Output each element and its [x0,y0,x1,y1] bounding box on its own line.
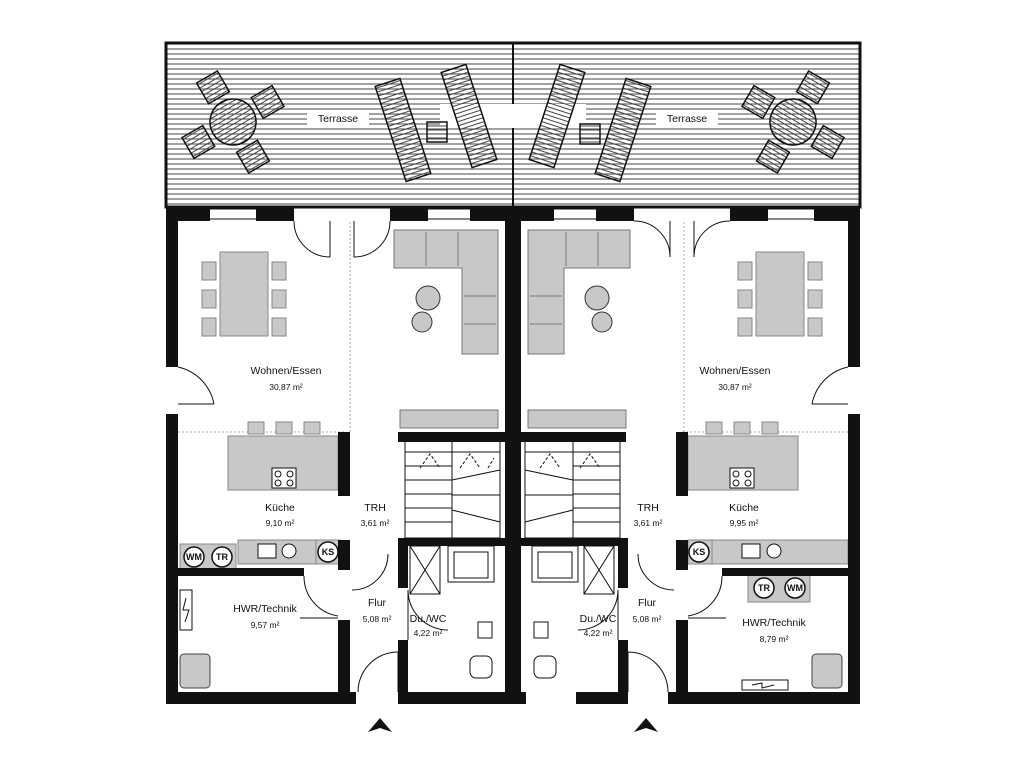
room-label-flur-right: Flur 5,08 m² [633,597,662,624]
terrace-deck [164,41,862,209]
svg-text:30,87 m²: 30,87 m² [718,382,752,392]
cooktop-icon [729,467,755,489]
svg-text:HWR/Technik: HWR/Technik [233,603,297,615]
terrace-table-set-left [180,69,286,175]
sofa-right [527,229,631,355]
room-label-wohnen-right: Wohnen/Essen 30,87 m² [699,365,770,392]
svg-text:Wohnen/Essen: Wohnen/Essen [699,365,770,377]
washing-machine-icon: TR WM [747,573,811,603]
sun-lounger [528,63,652,183]
svg-text:Küche: Küche [265,502,295,514]
staircase-right [524,437,621,539]
svg-text:TRH: TRH [637,502,659,514]
room-label-hwr-left: HWR/Technik 9,57 m² [233,603,297,630]
room-label-duwc-right: Du./WC 4,22 m² [580,613,617,638]
room-label-wohnen-left: Wohnen/Essen 30,87 m² [250,365,321,392]
svg-text:Wohnen/Essen: Wohnen/Essen [250,365,321,377]
svg-text:4,22 m²: 4,22 m² [584,628,613,638]
room-label-flur-left: Flur 5,08 m² [363,597,392,624]
svg-text:KS: KS [693,547,706,557]
fridge-icon: KS [687,539,713,565]
svg-text:Terrasse: Terrasse [318,113,358,125]
terrace-table-set-right [740,69,846,175]
svg-text:TR: TR [216,552,228,562]
room-label-kueche-left: Küche 9,10 m² [265,502,295,528]
svg-text:5,08 m²: 5,08 m² [363,614,392,624]
fridge-icon: KS [315,539,341,565]
svg-text:Du./WC: Du./WC [580,613,617,625]
room-dividers [178,222,848,433]
svg-text:9,10 m²: 9,10 m² [266,518,295,528]
svg-text:4,22 m²: 4,22 m² [414,628,443,638]
doors [177,220,849,693]
room-label-trh-left: TRH 3,61 m² [361,502,390,528]
terrace-label-right: Terrasse [656,110,718,126]
svg-text:WM: WM [787,583,803,593]
svg-text:TR: TR [758,583,770,593]
svg-text:Flur: Flur [638,597,657,609]
svg-text:HWR/Technik: HWR/Technik [742,617,806,629]
svg-text:TRH: TRH [364,502,386,514]
dining-table-right [737,251,823,337]
room-label-trh-right: TRH 3,61 m² [634,502,663,528]
entrance-arrow-icon [368,718,658,732]
svg-text:5,08 m²: 5,08 m² [633,614,662,624]
svg-text:Du./WC: Du./WC [410,613,447,625]
svg-text:Küche: Küche [729,502,759,514]
armchairs [411,285,613,333]
sideboard [399,409,627,429]
staircase-left [404,437,501,539]
svg-text:WM: WM [186,552,202,562]
svg-text:Terrasse: Terrasse [667,113,707,125]
cooktop-icon [271,467,297,489]
room-label-duwc-left: Du./WC 4,22 m² [410,613,447,638]
walls [166,207,860,704]
electrical-panel-icon [179,589,789,691]
svg-text:3,61 m²: 3,61 m² [634,518,663,528]
toilet-icon [469,655,557,679]
svg-text:8,79 m²: 8,79 m² [760,634,789,644]
room-label-hwr-right: HWR/Technik 8,79 m² [742,617,806,644]
svg-text:3,61 m²: 3,61 m² [361,518,390,528]
kitchen-island-left [227,421,339,491]
boiler-icon [179,653,843,689]
svg-text:30,87 m²: 30,87 m² [269,382,303,392]
sun-lounger [374,63,498,183]
svg-text:9,57 m²: 9,57 m² [251,620,280,630]
svg-text:9,95 m²: 9,95 m² [730,518,759,528]
washing-machine-icon: WM TR [179,543,237,573]
windows [167,208,859,692]
svg-text:Flur: Flur [368,597,387,609]
svg-text:KS: KS [322,547,335,557]
shower-icon [409,545,615,595]
dining-table-left [201,251,287,337]
sofa-left [393,229,499,355]
terrace-label-left: Terrasse [307,110,369,126]
room-label-kueche-right: Küche 9,95 m² [729,502,759,528]
